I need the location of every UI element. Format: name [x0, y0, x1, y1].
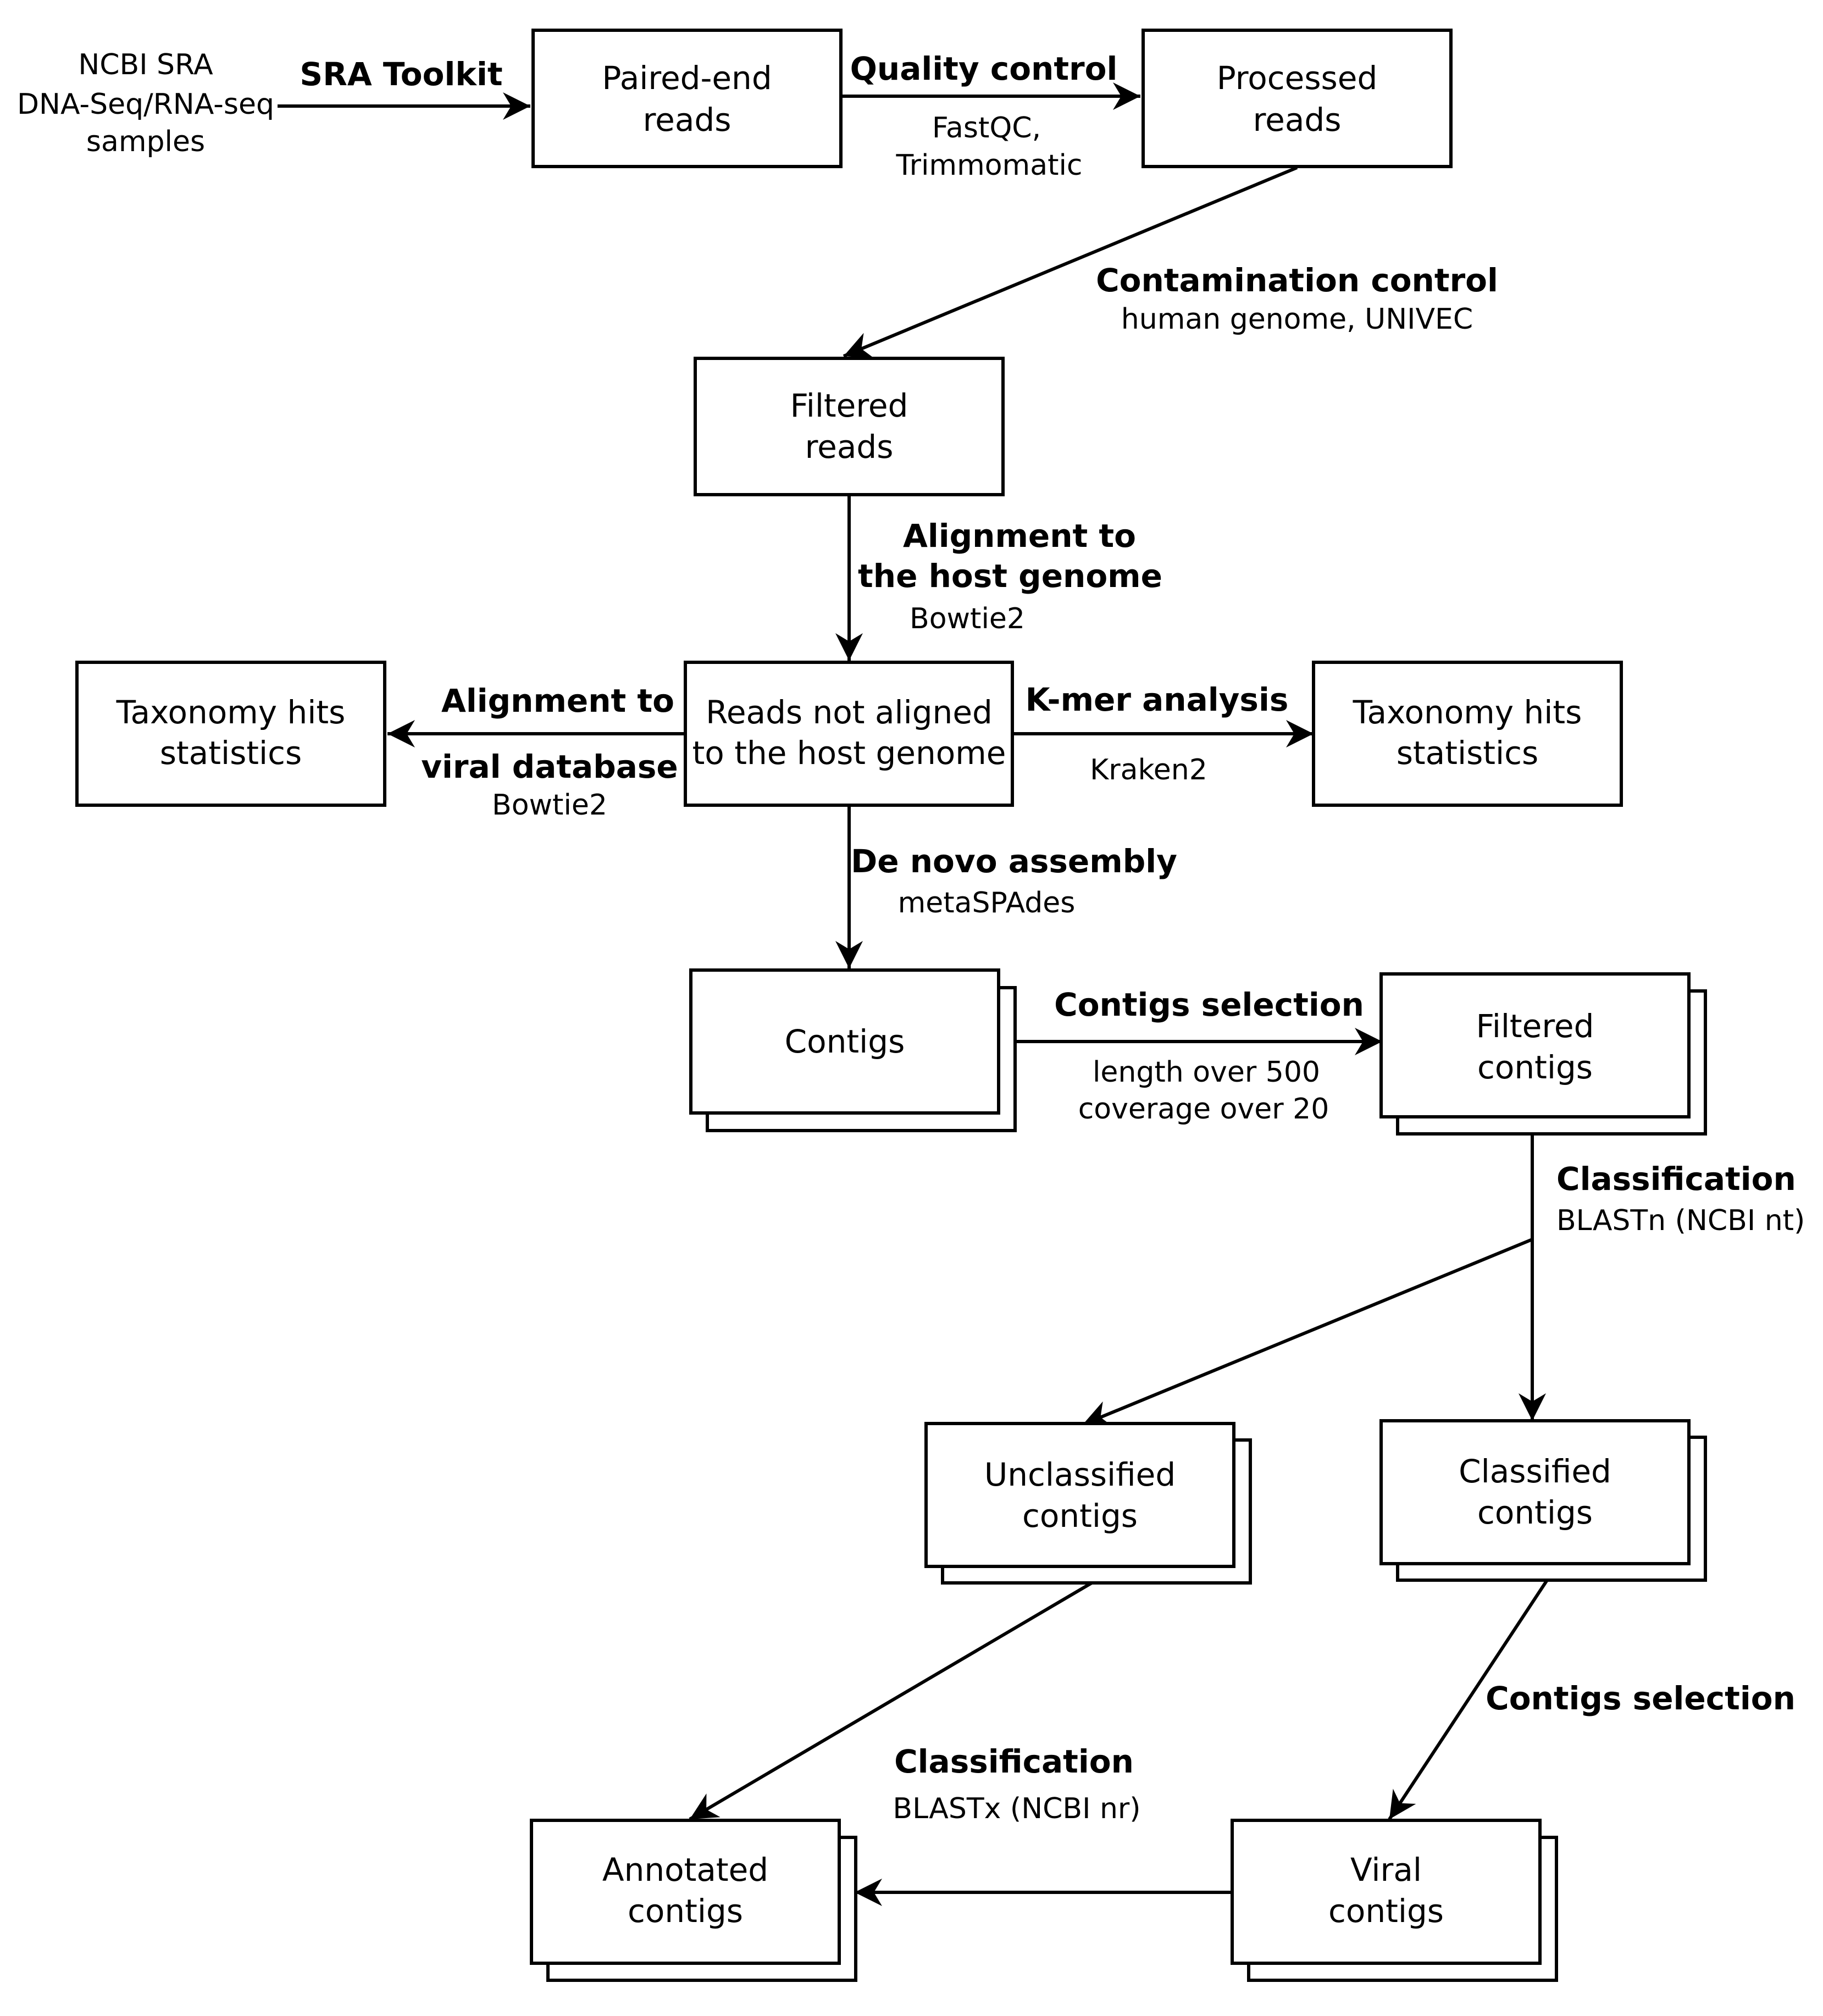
step-title: De novo assembly [851, 843, 1177, 880]
step-title: Alignment to [903, 517, 1136, 555]
node-contigs: Contigs [689, 968, 1017, 1132]
step-quality-control: Quality control FastQC, Trimmomatic [850, 50, 1118, 182]
node-label: Annotated [602, 1851, 768, 1888]
node-label: Paired-end [602, 59, 772, 97]
step-title: SRA Toolkit [300, 56, 502, 93]
step-classification-blastn: Classification BLASTn (NCBI nt) [1556, 1160, 1805, 1237]
step-title: Classification [1556, 1160, 1796, 1198]
step-title: Alignment to [441, 682, 674, 719]
node-label: contigs [628, 1892, 743, 1930]
node-label: statistics [160, 734, 302, 772]
edges [278, 82, 1549, 1906]
node-label: reads [805, 428, 894, 466]
node-processed-reads: Processed reads [1142, 29, 1453, 168]
node-unclassified-contigs: Unclassified contigs [924, 1422, 1252, 1585]
step-contamination-control: Contamination control human genome, UNIV… [1096, 262, 1498, 336]
edge-unclassified-to-annotated [689, 1579, 1098, 1821]
step-tool: Trimmomatic [895, 149, 1082, 182]
step-title: Contamination control [1096, 262, 1498, 299]
step-title: Quality control [850, 50, 1118, 87]
step-title: Classification [894, 1743, 1134, 1780]
step-viral-alignment: Alignment to viral database Bowtie2 [421, 682, 678, 822]
node-label: Classified [1459, 1453, 1611, 1490]
node-label: contigs [1022, 1497, 1138, 1535]
step-title: K-mer analysis [1026, 681, 1289, 718]
node-label: contigs [1328, 1892, 1444, 1930]
node-label: Viral [1350, 1851, 1422, 1888]
node-label: Taxonomy hits [1353, 694, 1582, 731]
edge-to-unclassified [1082, 1238, 1533, 1427]
node-taxonomy-left: Taxonomy hits statistics [75, 661, 386, 807]
node-label: Reads not aligned [706, 694, 993, 731]
step-kmer-analysis: K-mer analysis Kraken2 [1026, 681, 1289, 787]
source-line-1: NCBI SRA [78, 48, 213, 81]
step-tool: FastQC, [932, 112, 1041, 145]
node-label: contigs [1477, 1049, 1593, 1086]
node-label: contigs [1477, 1494, 1593, 1531]
node-classified-contigs: Classified contigs [1379, 1419, 1707, 1582]
node-label: statistics [1397, 734, 1539, 772]
node-label: Filtered [790, 387, 908, 424]
step-title: Contigs selection [1486, 1680, 1796, 1717]
step-title: the host genome [858, 557, 1162, 595]
source-line-3: samples [86, 125, 205, 158]
step-contigs-selection-1: Contigs selection length over 500 covera… [1054, 986, 1364, 1126]
step-tool: coverage over 20 [1078, 1093, 1329, 1126]
step-tool: human genome, UNIVEC [1121, 303, 1473, 336]
node-taxonomy-right: Taxonomy hits statistics [1312, 661, 1623, 807]
step-de-novo-assembly: De novo assembly metaSPAdes [851, 843, 1177, 920]
node-viral-contigs: Viral contigs [1231, 1819, 1558, 1982]
step-title: viral database [421, 748, 678, 785]
node-label: reads [643, 101, 732, 139]
step-host-alignment: Alignment to the host genome Bowtie2 [858, 517, 1162, 635]
step-title: Contigs selection [1054, 986, 1364, 1023]
step-classification-blastx: Classification BLASTx (NCBI nr) [893, 1743, 1140, 1825]
step-tool: Bowtie2 [910, 602, 1025, 635]
node-paired-end-reads: Paired-end reads [531, 29, 843, 168]
step-tool: metaSPAdes [898, 887, 1076, 920]
node-label: reads [1253, 101, 1342, 139]
node-label: Contigs [785, 1023, 905, 1060]
node-label: Taxonomy hits [116, 694, 346, 731]
step-tool: length over 500 [1093, 1056, 1320, 1089]
step-sra-toolkit: SRA Toolkit [300, 56, 502, 93]
source-line-2: DNA-Seq/RNA-seq [17, 88, 274, 121]
step-tool: Kraken2 [1090, 754, 1207, 787]
node-annotated-contigs: Annotated contigs [530, 1819, 857, 1982]
node-label: Filtered [1476, 1007, 1594, 1045]
node-filtered-reads: Filtered reads [694, 357, 1005, 496]
step-tool: BLASTx (NCBI nr) [893, 1792, 1140, 1825]
source-label: NCBI SRA DNA-Seq/RNA-seq samples [17, 48, 274, 158]
step-tool: Bowtie2 [492, 789, 607, 822]
step-contigs-selection-2: Contigs selection [1486, 1680, 1796, 1717]
node-label: to the host genome [692, 734, 1006, 772]
node-filtered-contigs: Filtered contigs [1379, 972, 1707, 1136]
node-label: Unclassified [984, 1456, 1176, 1493]
node-reads-not-aligned: Reads not aligned to the host genome [684, 661, 1014, 807]
node-label: Processed [1217, 59, 1378, 97]
edge-classified-to-viral [1388, 1579, 1549, 1820]
edge-processed-to-filtered [843, 166, 1298, 358]
step-tool: BLASTn (NCBI nt) [1556, 1204, 1805, 1237]
